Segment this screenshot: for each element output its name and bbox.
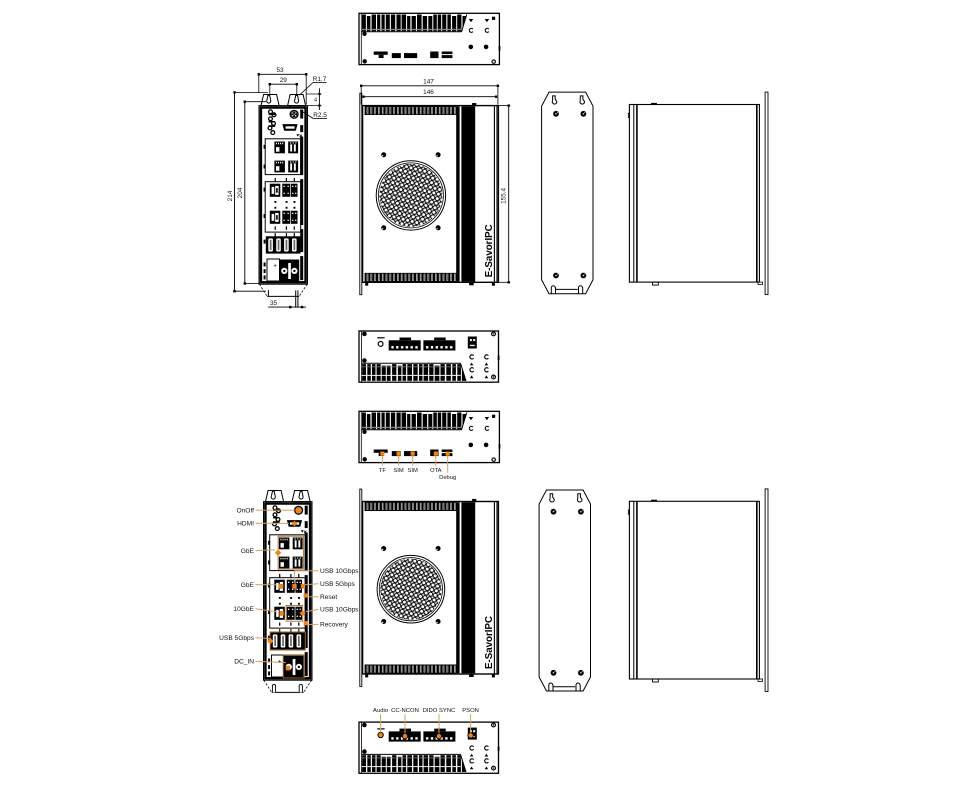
svg-text:PSON: PSON xyxy=(462,708,479,714)
svg-text:USB 5Gbps: USB 5Gbps xyxy=(219,635,255,642)
svg-text:35: 35 xyxy=(270,300,278,307)
svg-text:GbE: GbE xyxy=(241,582,255,589)
svg-text:OTA: OTA xyxy=(430,468,442,474)
svg-text:DIDO SYNC: DIDO SYNC xyxy=(423,708,456,714)
svg-text:155.4: 155.4 xyxy=(501,187,508,203)
svg-text:Audio: Audio xyxy=(373,708,389,714)
svg-text:GbE: GbE xyxy=(241,548,255,555)
svg-text:+: + xyxy=(273,264,277,270)
svg-text:Recovery: Recovery xyxy=(320,622,349,629)
svg-text:Debug: Debug xyxy=(439,475,456,481)
svg-text:R2.5: R2.5 xyxy=(313,112,327,119)
svg-text:Reset: Reset xyxy=(320,594,337,601)
svg-text:USB 5Gbps: USB 5Gbps xyxy=(320,581,356,588)
svg-text:29: 29 xyxy=(280,77,288,84)
svg-text:TF: TF xyxy=(379,468,387,474)
svg-text:204: 204 xyxy=(237,187,244,198)
svg-text:CC-NCON: CC-NCON xyxy=(391,708,419,714)
svg-text:146: 146 xyxy=(423,89,434,96)
svg-text:10GbE: 10GbE xyxy=(233,606,254,613)
svg-text:USB 10Gbps: USB 10Gbps xyxy=(320,568,359,575)
svg-text:E-SavorIPC: E-SavorIPC xyxy=(484,615,495,669)
svg-text:53: 53 xyxy=(276,67,284,74)
svg-text:SIM: SIM xyxy=(393,468,403,474)
svg-text:OnOff: OnOff xyxy=(237,507,255,514)
svg-text:214: 214 xyxy=(227,190,234,201)
svg-text:R1.7: R1.7 xyxy=(313,76,327,83)
svg-text:HDMI: HDMI xyxy=(237,521,254,528)
svg-text:4: 4 xyxy=(314,98,317,104)
svg-text:E-SavorIPC: E-SavorIPC xyxy=(484,224,495,278)
svg-text:DC_IN: DC_IN xyxy=(234,659,254,666)
svg-text:147: 147 xyxy=(423,78,434,85)
svg-text:SIM: SIM xyxy=(408,468,418,474)
svg-text:USB 10Gbps: USB 10Gbps xyxy=(320,607,359,614)
